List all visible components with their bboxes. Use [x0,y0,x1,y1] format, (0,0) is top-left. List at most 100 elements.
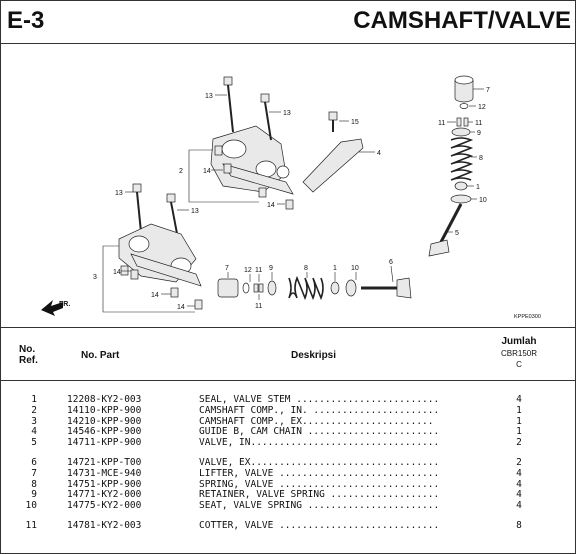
part-number: 14751-KPP-900 [67,478,142,490]
callout-8r: 8 [479,155,483,162]
ref-no: 6 [31,456,37,468]
ref-no: 8 [31,478,37,490]
quantity: 8 [516,519,522,531]
quantity: 4 [516,478,522,490]
cam-chain-guide-illustration [302,138,364,193]
col-no-ref-label: No. Ref. [19,344,38,366]
part-number: 12208-KY2-003 [67,394,142,405]
col-part-no: No. Part [81,350,120,361]
front-arrow-icon: FR. [41,300,70,316]
callout-14e: 14 [177,304,185,311]
callout-numbers: 13 13 15 4 7 12 11 11 9 8 1 10 5 2 14 14… [93,87,541,320]
part-number: 14210-KPP-900 [67,415,142,427]
callout-11r-b: 11 [475,120,482,127]
quantity: 4 [516,467,522,479]
leader-lines [102,88,484,313]
callout-14a: 14 [203,168,211,175]
part-number: 14721-KPP-T00 [67,456,142,468]
ref-no: 9 [31,489,37,501]
callout-9h: 9 [269,265,273,272]
callout-6: 6 [389,259,393,266]
description: RETAINER, VALVE SPRING .................… [199,489,440,501]
callout-14c: 14 [113,269,121,276]
description: SPRING, VALVE ..........................… [199,478,440,490]
table-row: 3 14210-KPP-900 CAMSHAFT COMP., EX........… [1,416,575,427]
quantity: 4 [516,394,522,405]
part-number: 14775-KY2-000 [67,500,142,512]
ref-no: 2 [31,404,37,416]
section-code: E-3 [7,7,45,34]
callout-14d: 14 [151,292,159,299]
ref-no: 4 [31,426,37,438]
col-no-ref: No. Ref. [19,344,38,366]
callout-11h: 11 [255,267,262,274]
part-number: 14771-KY2-000 [67,489,142,501]
diagram-ref-code: KPPE0300 [514,314,541,320]
quantity: 4 [516,489,522,501]
callout-2: 2 [179,168,183,175]
callout-13a: 13 [205,93,213,100]
quantity: 1 [516,404,522,416]
callout-7h: 7 [225,265,229,272]
quantity: 2 [516,456,522,468]
description: VALVE, IN...............................… [199,437,440,449]
dowel-pin-illustrations [120,145,294,310]
part-number: 14546-KPP-900 [67,426,142,438]
ref-no: 3 [31,415,37,427]
table-row: 9 14771-KY2-000 RETAINER, VALVE SPRING ...… [1,489,575,500]
callout-1r: 1 [476,184,480,191]
part-number: 14711-KPP-900 [67,437,142,449]
callout-14b: 14 [267,202,275,209]
description: CAMSHAFT COMP., EX......................… [199,415,434,427]
table-row: 6 14721-KPP-T00 VALVE, EX.................… [1,457,575,468]
callout-10r: 10 [479,197,487,204]
description: SEAT, VALVE SPRING .....................… [199,500,440,512]
col-description: Deskripsi [291,350,337,361]
front-label: FR. [59,301,70,308]
table-row: 11 14781-KY2-003 COTTER, VALVE ...........… [1,520,575,531]
camshaft-in-illustration [210,125,294,195]
ref-no: 7 [31,467,37,479]
callout-7r: 7 [486,87,490,94]
table-row: 5 14711-KPP-900 VALVE, IN.................… [1,437,575,448]
callout-11r-a: 11 [438,120,445,127]
col-model: CBR150R [500,349,537,358]
description: VALVE, EX...............................… [199,456,440,468]
callout-15: 15 [351,119,359,126]
callout-10h: 10 [351,265,359,272]
ref-no: 5 [31,437,37,449]
col-variant: C [516,360,522,369]
page-header: E-3 CAMSHAFT/VALVE [1,1,575,44]
description: SEAL, VALVE STEM .......................… [199,394,440,405]
exploded-diagram: FR. [1,44,575,328]
callout-13b: 13 [283,110,291,117]
table-column-header: No. Ref. No. Part Deskripsi Jumlah CBR15… [1,328,575,381]
part-number: 14731-MCE-940 [67,467,142,479]
callout-13d: 13 [191,208,199,215]
description: COTTER, VALVE ..........................… [199,519,440,531]
callout-11h-b: 11 [255,303,262,310]
section-title: CAMSHAFT/VALVE [353,7,571,34]
quantity: 1 [516,415,522,427]
diagram-illustration: FR. [41,75,541,320]
callout-5: 5 [455,230,459,237]
description: GUIDE B, CAM CHAIN .....................… [199,426,440,438]
callout-8h: 8 [304,265,308,272]
quantity: 2 [516,437,522,449]
callout-1h: 1 [333,265,337,272]
ref-no: 11 [25,519,37,531]
camshaft-ex-illustration [118,223,202,287]
col-qty: Jumlah CBR150R C [491,336,547,370]
callout-3: 3 [93,274,97,281]
callout-12r: 12 [478,104,486,111]
parts-list: 1 12208-KY2-003 SEAL, VALVE STEM .........… [1,394,575,531]
valve-stack-right-illustration [428,75,474,257]
description: CAMSHAFT COMP., IN. ....................… [199,404,440,416]
part-number: 14781-KY2-003 [67,519,142,531]
callout-9r: 9 [477,130,481,137]
quantity: 4 [516,500,522,512]
